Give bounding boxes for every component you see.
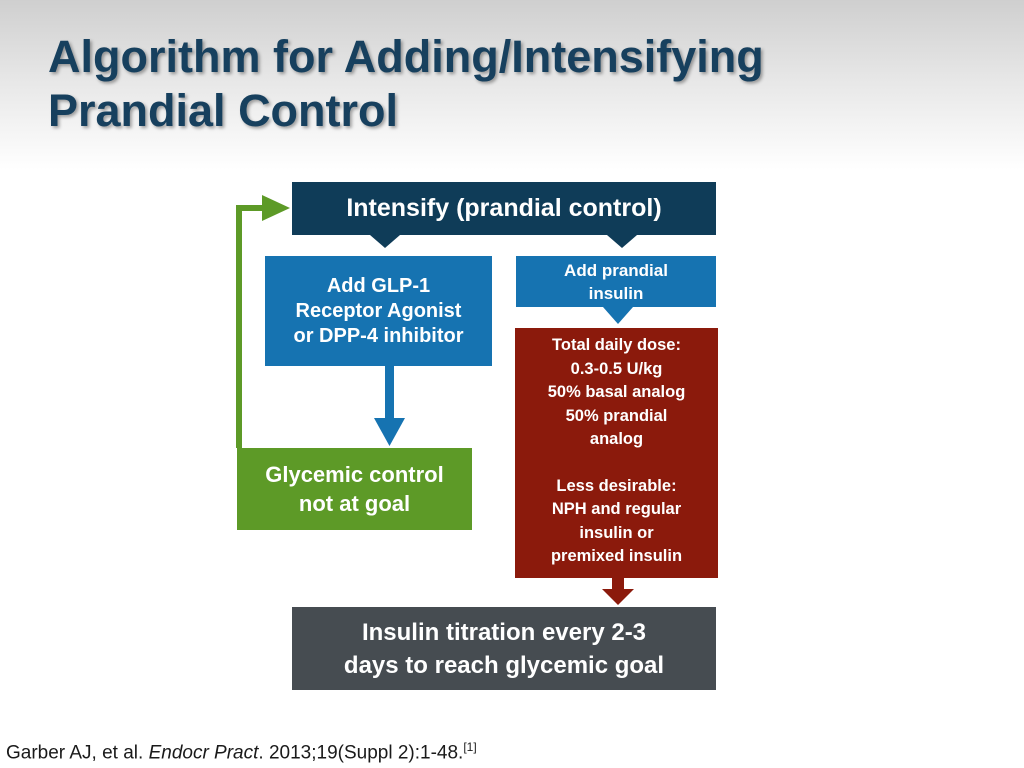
glycemic-line-2: not at goal <box>298 491 411 516</box>
glp1-line-3: or DPP-4 inhibitor <box>293 324 464 347</box>
prandial-line-1: Add prandial <box>564 260 668 280</box>
citation-ref: [1] <box>463 740 477 754</box>
dose-alt-line: Less desirable: <box>556 476 677 495</box>
citation: Garber AJ, et al. Endocr Pract. 2013;19(… <box>6 740 1006 764</box>
glycemic-line-1: Glycemic control <box>265 462 444 487</box>
dose-alt-line: premixed insulin <box>550 547 683 565</box>
glp1-box: Add GLP-1 Receptor Agonist or DPP-4 inhi… <box>265 256 492 366</box>
title-line-2: Prandial Control <box>48 85 399 136</box>
citation-details: . 2013;19(Suppl 2):1-48. <box>258 742 464 764</box>
titration-line-1: Insulin titration every 2-3 <box>361 618 647 646</box>
dose-arrow-head <box>602 589 634 605</box>
prandial-insulin-box: Add prandial insulin <box>516 256 716 307</box>
glycemic-control-box: Glycemic control not at goal <box>237 448 472 530</box>
header-background <box>0 0 1024 170</box>
glp1-arrow-head <box>374 418 405 446</box>
glp1-line-2: Receptor Agonist <box>295 299 462 322</box>
dose-line: 50% basal analog <box>547 383 686 401</box>
dose-line: Total daily dose: <box>552 336 681 354</box>
slide-title: Algorithm for Adding/Intensifying Prandi… <box>48 30 988 138</box>
insulin-titration-box: Insulin titration every 2-3 days to reac… <box>292 607 716 690</box>
citation-journal: Endocr Pract <box>148 742 259 764</box>
dose-line: 0.3-0.5 U/kg <box>570 359 663 378</box>
dose-line: 50% prandial <box>565 406 668 425</box>
citation-authors: Garber AJ, et al. <box>6 742 149 764</box>
title-line-1: Algorithm for Adding/Intensifying <box>48 31 764 82</box>
prandial-line-2: insulin <box>588 283 644 303</box>
total-daily-dose-box: Total daily dose: 0.3-0.5 U/kg 50% basal… <box>515 328 718 578</box>
intensify-label: Intensify (prandial control) <box>346 194 662 222</box>
dose-alt-line: insulin or <box>579 523 654 542</box>
intensify-left-notch <box>370 235 400 248</box>
dose-arrow-shaft <box>612 578 624 590</box>
dose-line: analog <box>589 430 644 448</box>
glp1-line-1: Add GLP-1 <box>326 274 431 297</box>
prandial-arrow <box>603 307 633 324</box>
loop-arrow-head <box>262 195 290 221</box>
intensify-right-notch <box>607 235 637 248</box>
loop-horizontal-line <box>236 205 266 211</box>
intensify-box: Intensify (prandial control) <box>292 182 716 235</box>
dose-alt-line: NPH and regular <box>551 500 682 518</box>
loop-vertical-line <box>236 205 242 448</box>
titration-line-2: days to reach glycemic goal <box>343 651 665 679</box>
glp1-arrow-shaft <box>385 366 394 420</box>
